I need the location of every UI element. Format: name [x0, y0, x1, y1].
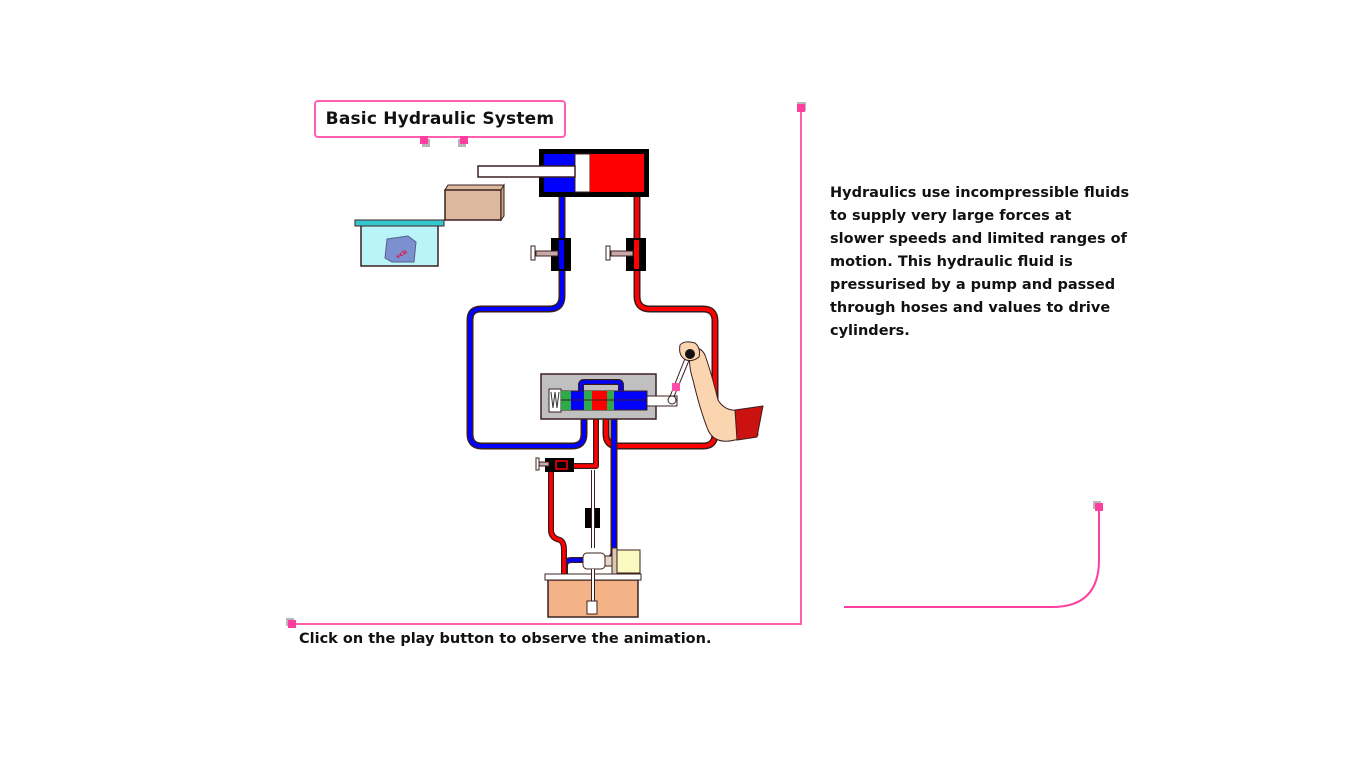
flow-valve-right [605, 238, 646, 271]
water-tank: vcb [354, 219, 445, 267]
title-box: Basic Hydraulic System [314, 100, 566, 138]
pump-motor [582, 547, 641, 576]
relief-valve [535, 457, 574, 472]
page-title: Basic Hydraulic System [325, 109, 555, 129]
load-block: vcb [384, 235, 417, 263]
lever-handle-marker [672, 383, 680, 391]
suction-filter [586, 600, 598, 615]
valve-rod [646, 395, 678, 407]
flow-valve-left [530, 238, 571, 271]
hydraulic-cylinder [477, 149, 649, 197]
operator-arm [667, 341, 764, 442]
spring-coil [550, 391, 560, 409]
reservoir [544, 569, 642, 618]
work-box [444, 183, 505, 222]
instruction-text: Click on the play button to observe the … [299, 631, 712, 647]
frame-lines [286, 102, 1103, 628]
directional-valve [540, 373, 678, 420]
description-text: Hydraulics use incompressible fluids to … [830, 185, 1130, 339]
piston-rod [477, 165, 576, 178]
hoses [466, 197, 719, 603]
